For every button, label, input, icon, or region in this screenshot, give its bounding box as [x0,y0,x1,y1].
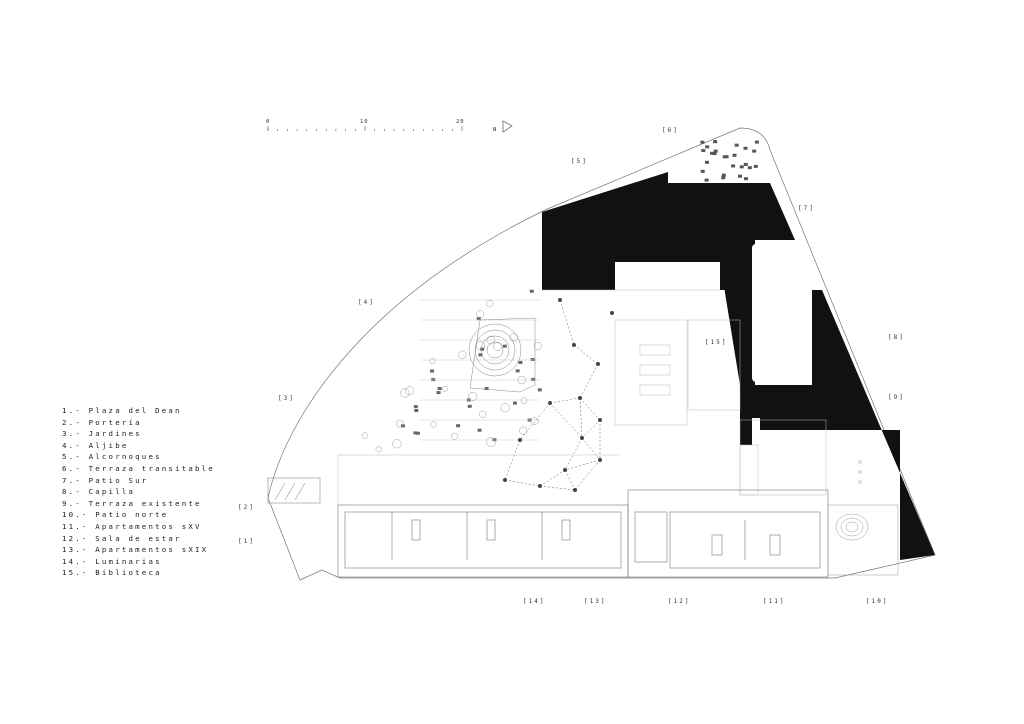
luminaria-point [610,311,614,315]
patio-norte [827,504,899,576]
legend-item: 6.- Terraza transitable [62,463,215,473]
tag-14: [14] [523,598,546,605]
luminaria-point [580,436,584,440]
north-label: N [493,127,498,133]
tag-7: [7] [798,205,815,212]
luminaria-point [573,488,577,492]
legend: 1.- Plaza del Dean 2.- Portería 3.- Jardin… [62,405,215,579]
luminaria-point [503,478,507,482]
scale-label-0: 0 [266,119,271,125]
capilla [752,244,808,382]
legend-item: 15.- Biblioteca [62,568,162,578]
legend-item: 12.- Sala de estar [62,533,182,543]
tag-12: [12] [668,598,691,605]
tag-5: [5] [571,158,588,165]
apartamentos-sxix [337,504,629,578]
alcornoques-mass [542,172,795,290]
legend-item: 5.- Alcornoques [62,452,162,462]
luminaria-point [558,298,562,302]
luminaria-point [548,401,552,405]
porteria [267,477,321,504]
site-boundary [267,127,936,581]
tag-2: [2] [238,504,255,511]
tag-3: [3] [278,395,295,402]
legend-item: 2.- Portería [62,417,142,427]
luminaria-point [563,468,567,472]
luminaria-point [596,362,600,366]
tag-15: [15] [705,339,728,346]
luminaria-point [598,458,602,462]
apartamentos-sxv [627,489,829,578]
luminarias [503,298,614,492]
tag-11: [11] [763,598,786,605]
luminaria-point [598,418,602,422]
luminaria-point [518,438,522,442]
legend-item: 10.- Patio norte [62,510,169,520]
legend-item: 3.- Jardines [62,429,142,439]
tag-10: [10] [866,598,889,605]
luminaria-point [572,343,576,347]
black-wall-east [720,262,935,560]
north-arrow-icon [502,120,513,133]
legend-item: 8.- Capilla [62,487,136,497]
luminaria-point [578,396,582,400]
aljibe [468,317,536,393]
legend-item: 14.- Luminarias [62,556,162,566]
tag-6: [6] [662,127,679,134]
gardens [361,289,542,453]
luminaria-point [538,484,542,488]
tag-4: [4] [358,299,375,306]
legend-item: 4.- Aljibe [62,440,129,450]
tag-9: [9] [888,394,905,401]
scale-bar [267,126,463,131]
legend-item: 1.- Plaza del Dean [62,406,182,415]
scale-label-10: 10 [360,119,369,125]
legend-item: 9.- Terraza existente [62,498,202,508]
legend-item: 7.- Patio Sur [62,475,149,485]
scale-label-20: 20 [456,119,465,125]
legend-item: 11.- Apartamentos sXV [62,521,202,531]
legend-item: 13.- Apartamentos sXIX [62,545,209,555]
tag-8: [8] [888,334,905,341]
tag-13: [13] [584,598,607,605]
tag-1: [1] [238,538,255,545]
